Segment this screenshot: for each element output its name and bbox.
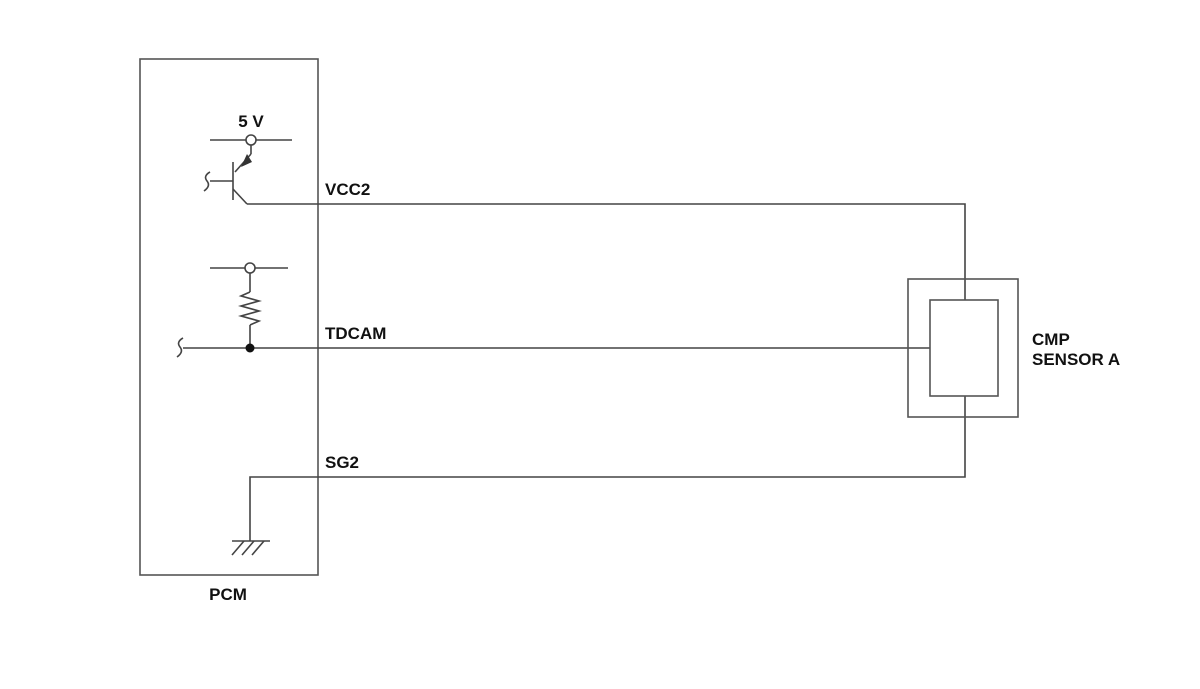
transistor-symbol bbox=[203, 134, 292, 205]
junction-dot bbox=[245, 343, 255, 353]
sensor-inner-box bbox=[929, 299, 999, 397]
vcc2-wire bbox=[247, 203, 966, 300]
tdcam-label: TDCAM bbox=[325, 324, 386, 343]
sensor-outer-box bbox=[907, 278, 1019, 418]
pullup-resistor bbox=[210, 262, 288, 348]
sg2-label: SG2 bbox=[325, 453, 359, 472]
supply-voltage-label: 5 V bbox=[238, 112, 264, 131]
sensor-label-line2: SENSOR A bbox=[1032, 350, 1120, 369]
pcm-label: PCM bbox=[209, 585, 247, 604]
tdcam-input-break bbox=[176, 337, 184, 358]
sensor-label-line1: CMP bbox=[1032, 330, 1070, 349]
vcc2-label: VCC2 bbox=[325, 180, 370, 199]
pcm-box bbox=[139, 58, 319, 576]
sg2-wire bbox=[249, 396, 966, 541]
ground-icon bbox=[231, 540, 270, 556]
